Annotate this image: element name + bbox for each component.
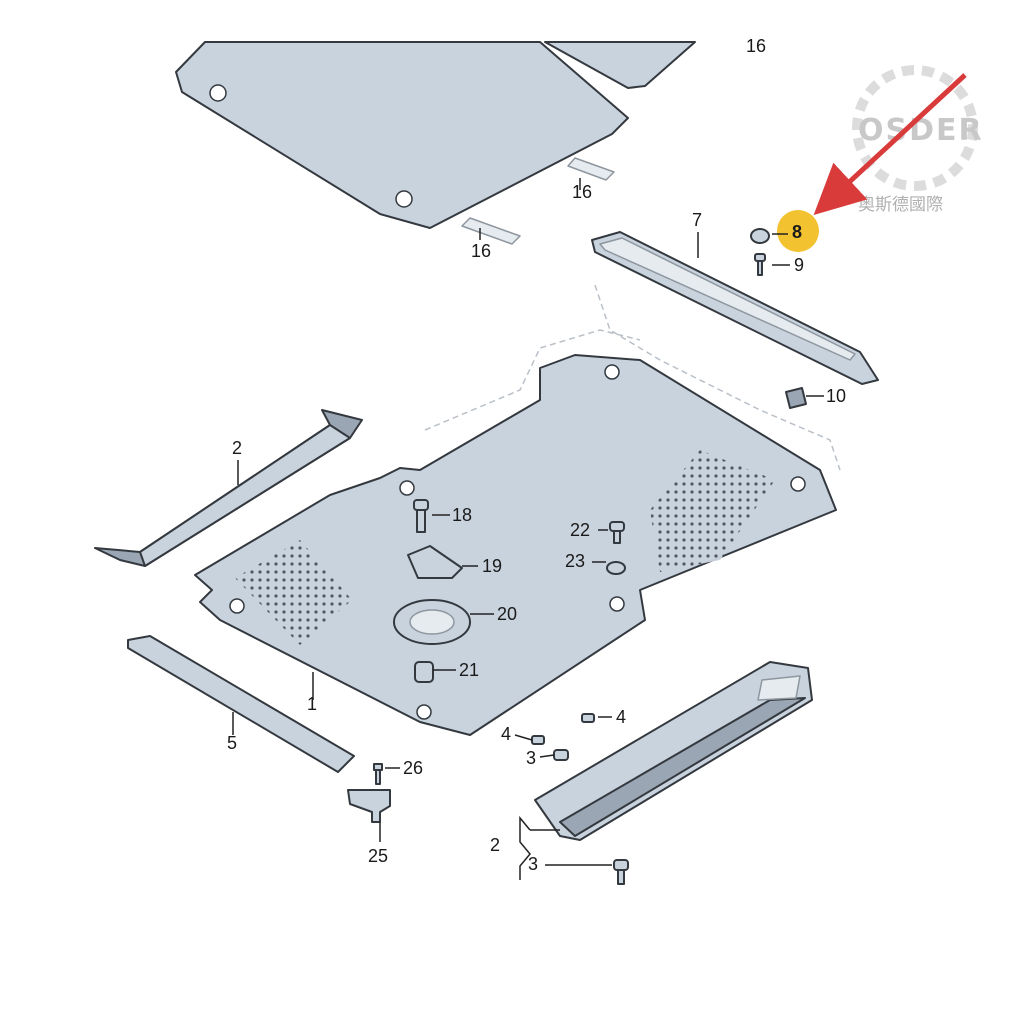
callout-8-highlight <box>777 210 819 252</box>
callout-25: 25 <box>368 846 388 866</box>
callout-21: 21 <box>459 660 479 680</box>
callout-5: 5 <box>227 733 237 753</box>
watermark-subtitle: 奧斯德國際 <box>858 195 943 215</box>
callout-22: 22 <box>570 520 590 540</box>
callout-20: 20 <box>497 604 517 624</box>
callout-3-lower: 3 <box>528 854 538 874</box>
callout-2-right: 2 <box>490 835 500 855</box>
leader-lines <box>232 178 824 880</box>
callout-23: 23 <box>565 551 585 571</box>
right-side-step <box>534 661 813 841</box>
callout-10: 10 <box>826 386 846 406</box>
callout-19: 19 <box>482 556 502 576</box>
callout-26: 26 <box>403 758 423 778</box>
left-lower-strip <box>127 635 355 773</box>
callout-1: 1 <box>307 694 317 714</box>
callout-labels: 16 16 16 7 8 9 10 2 18 19 20 21 22 23 1 … <box>227 36 846 874</box>
callout-3-upper: 3 <box>526 748 536 768</box>
callout-8: 8 <box>792 222 802 242</box>
callout-2-left: 2 <box>232 438 242 458</box>
callout-4-right: 4 <box>616 707 626 727</box>
callout-7: 7 <box>692 210 702 230</box>
pointer-arrow <box>813 73 967 215</box>
callout-16-low: 16 <box>471 241 491 261</box>
body-ghost-outline <box>424 284 841 471</box>
left-side-trim <box>94 409 363 567</box>
callout-18: 18 <box>452 505 472 525</box>
callout-4-left: 4 <box>501 724 511 744</box>
callout-16-top: 16 <box>746 36 766 56</box>
watermark: OSDER 奧斯德國際 <box>852 65 982 215</box>
top-right-panel <box>544 41 696 89</box>
main-floor-mat <box>194 354 837 736</box>
rear-sill-trim <box>591 231 879 385</box>
top-floor-panel <box>175 41 629 245</box>
hardware <box>347 228 807 885</box>
callout-9: 9 <box>794 255 804 275</box>
callout-16-mid: 16 <box>572 182 592 202</box>
